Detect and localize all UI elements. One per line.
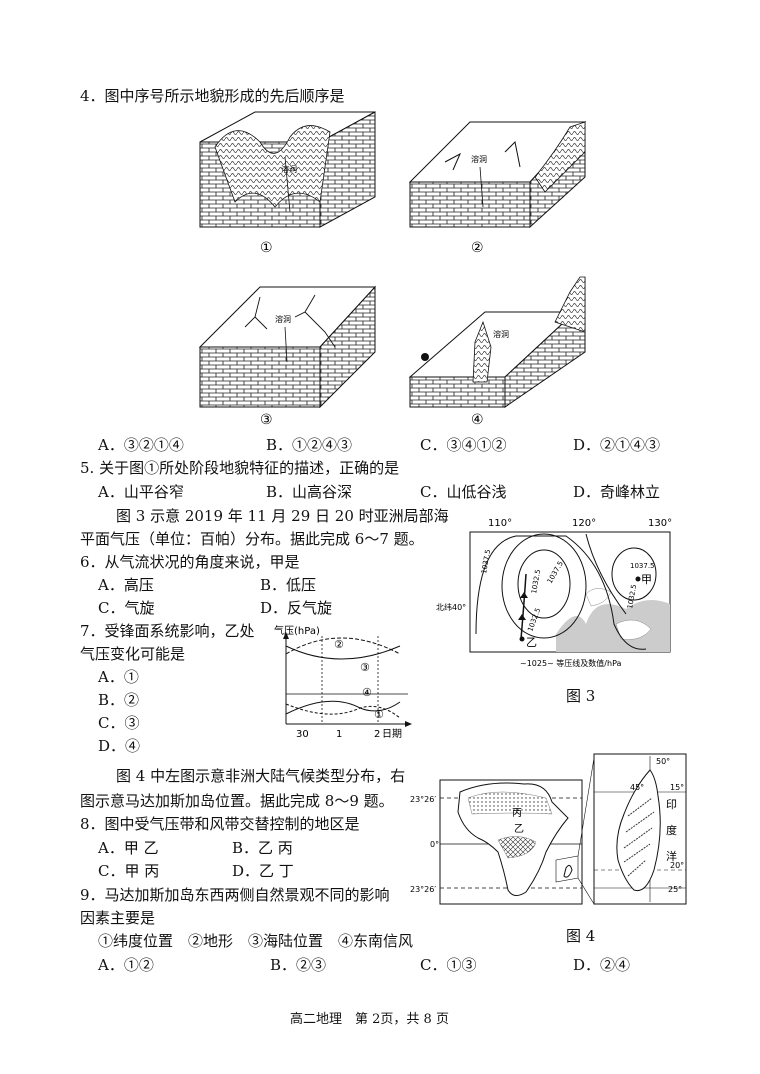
curve-label-4: ④ [362,686,372,699]
fig-label-4: ④ [471,412,484,428]
fig3-lon-110: 110° [488,518,512,529]
cave-label-1: 溶洞 [281,164,297,174]
q4-option-c: C．③④①② [420,436,507,454]
q8-option-a: A．甲 乙 [98,839,159,857]
block-3: 溶洞 [198,285,377,409]
graph-ylabel: 气压(hPa) [274,624,320,637]
karst-block-diagrams: 溶洞 ① 溶洞 ② 溶洞 ③ 溶洞 ④ [198,111,587,428]
graph-xtick-1: 1 [336,729,342,740]
fig4-caption: 图 4 [566,927,596,945]
q7-option-b: B．② [98,691,140,709]
q5-stem: 5. 关于图①所处阶段地貌特征的描述，正确的是 [80,459,400,477]
fig3-lon-130: 130° [648,518,672,529]
curve-label-1: ① [374,708,384,721]
intro-8-9-line2: 图示意马达加斯加岛位置。据此完成 8～9 题。 [80,792,394,810]
q6-stem: 6．从气流状况的角度来说，甲是 [80,553,300,571]
fig4-africa-madagascar: 丙 乙 23°26′ 0° 23°26′ 45° 50° 15° 20° 25°… [410,753,687,905]
cave-label-4: 溶洞 [493,329,509,339]
q9-stem-2: 因素主要是 [80,909,156,927]
fig4-equator: 0° [430,840,439,849]
fig4-ocean-char-3: 洋 [666,849,677,863]
page-footer: 高二地理 第 2页，共 8 页 [290,1012,449,1027]
fig3-legend: ~1025~ 等压线及数值/hPa [520,658,622,668]
q6-option-c: C．气旋 [98,599,155,617]
q4-stem: 4．图中序号所示地貌形成的先后顺序是 [80,87,345,105]
q5-option-c: C．山低谷浅 [420,483,507,501]
curve-label-2: ② [334,638,344,651]
pressure-change-graph: 气压(hPa) ② ③ ④ ① 30 1 2 日期 [274,624,412,740]
q7-option-a: A．① [98,668,139,686]
fig4-lon-45: 45° [630,783,644,792]
q4-option-a: A．③②①④ [98,436,184,454]
cave-label-2: 溶洞 [471,154,487,164]
fig4-yi: 乙 [514,823,524,835]
intro-8-9-line1: 图 4 中左图示意非洲大陆气候类型分布，右 [116,767,406,785]
block-4: 溶洞 [408,276,586,408]
fig4-lat-south: 23°26′ [410,885,436,894]
q9-option-a: A．①② [98,956,154,974]
q9-option-c: C．①③ [420,956,477,974]
fig4-lat-north: 23°26′ [410,795,436,804]
q9-option-b: B．②③ [270,956,327,974]
q6-option-d: D．反气旋 [260,599,333,617]
graph-xtick-30: 30 [296,729,309,740]
fig4-lat-20: 20° [670,861,684,870]
intro-6-7-line2: 平面气压（单位：百帕）分布。据此完成 6～7 题。 [80,530,424,548]
q4-option-b: B．①②④③ [266,436,353,454]
q5-option-d: D．奇峰林立 [573,483,661,501]
fig3-lon-120: 120° [572,518,596,529]
fig3-jia: 甲 [641,573,652,586]
q7-stem-2: 气压变化可能是 [80,645,186,663]
curve-label-3: ③ [360,661,370,674]
fig4-ocean-char-2: 度 [666,823,677,837]
fig4-lat-25: 25° [668,885,682,894]
q8-option-c: C．甲 丙 [98,862,160,880]
fig4-lat-15: 15° [670,783,684,792]
q9-factors: ①纬度位置 ②地形 ③海陆位置 ④东南信风 [98,932,414,950]
q7-option-c: C．③ [98,714,140,732]
graph-xlabel: 日期 [382,728,402,740]
fig3-caption: 图 3 [566,687,596,705]
fig-label-2: ② [471,240,484,256]
fig3-lat-40: 北纬40° [436,602,466,612]
fig4-ocean-char-1: 印 [666,798,677,811]
q4-option-d: D．②①④③ [573,436,661,454]
fig4-bing: 丙 [512,808,522,819]
q8-stem: 8．图中受气压带和风带交替控制的地区是 [80,815,360,833]
q6-option-b: B．低压 [260,576,317,594]
isobar-1037-east: 1037.5 [630,562,655,570]
intro-6-7-line1: 图 3 示意 2019 年 11 月 29 日 20 时亚洲局部海 [116,507,449,525]
fig3-yi: 乙 [526,636,537,649]
fig-label-1: ① [260,240,273,256]
q8-option-d: D．乙 丁 [232,862,294,880]
q6-option-a: A．高压 [98,576,154,594]
q8-option-b: B．乙 丙 [232,839,293,857]
q5-option-a: A．山平谷窄 [98,483,184,501]
graph-xtick-2: 2 [374,729,380,740]
q7-stem-1: 7．受锋面系统影响，乙处 [80,622,255,640]
block-1: 溶洞 [199,111,376,228]
q9-stem-1: 9．马达加斯加岛东西两侧自然景观不同的影响 [80,886,390,904]
block-2: 溶洞 [408,120,587,229]
q5-option-b: B．山高谷深 [266,483,353,501]
fig-label-3: ③ [260,412,273,428]
fig3-isobar-map: 110° 120° 130° 甲 乙 1037.5 1032.5 1037.5 … [436,518,672,668]
fig4-lon-50: 50° [656,757,670,766]
cave-label-3: 溶洞 [275,314,291,324]
q9-option-d: D．②④ [573,956,631,974]
q7-option-d: D．④ [98,737,141,755]
